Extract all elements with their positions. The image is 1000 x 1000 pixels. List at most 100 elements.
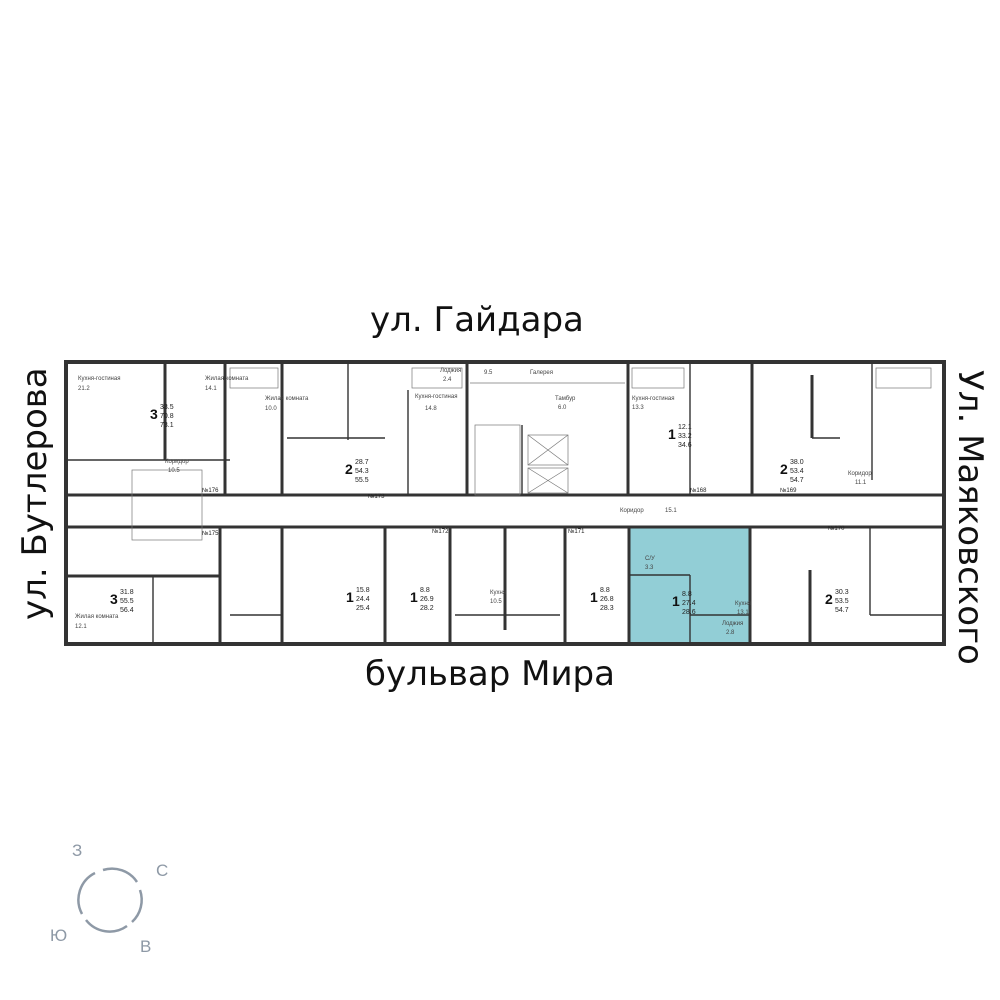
street-north-label: ул. Гайдара [370, 300, 584, 340]
svg-text:Жилая комната: Жилая комната [205, 376, 249, 382]
svg-text:28.6: 28.6 [682, 609, 696, 616]
apartment-label[interactable]: 3 31.8 55.5 56.4 [110, 589, 134, 614]
svg-text:10.5: 10.5 [168, 468, 180, 474]
apartment-label[interactable]: 2 28.7 54.3 55.5 [345, 459, 369, 484]
svg-text:26.8: 26.8 [600, 596, 614, 603]
compass-west: З [72, 841, 83, 860]
svg-text:14.1: 14.1 [205, 386, 217, 392]
apartment-label[interactable]: 2 30.3 53.5 54.7 [825, 589, 849, 614]
compass-north: С [156, 861, 169, 880]
svg-text:8.8: 8.8 [600, 587, 610, 594]
svg-text:38.0: 38.0 [790, 459, 804, 466]
apartment-label[interactable]: 1 12.1 33.2 34.6 [668, 424, 692, 449]
svg-text:С/У: С/У [645, 556, 655, 562]
svg-text:11.1: 11.1 [855, 480, 867, 486]
svg-text:54.7: 54.7 [835, 607, 849, 614]
svg-text:10.0: 10.0 [265, 406, 277, 412]
svg-text:Кухня-гостиная: Кухня-гостиная [415, 394, 457, 400]
svg-text:15.1: 15.1 [665, 508, 677, 514]
svg-text:Кухня: Кухня [490, 590, 506, 596]
room-labels: Кухня-гостиная 21.2 Жилая комната 14.1 Жил… [75, 368, 872, 636]
svg-text:№175: №175 [202, 530, 219, 537]
svg-text:1: 1 [668, 426, 676, 442]
svg-text:8.8: 8.8 [682, 591, 692, 598]
svg-text:Коридор: Коридор [165, 459, 189, 465]
svg-text:Кухня-гостиная: Кухня-гостиная [78, 376, 120, 382]
svg-text:Жилая комната: Жилая комната [265, 396, 309, 402]
svg-text:25.4: 25.4 [356, 605, 370, 612]
svg-text:Коридор: Коридор [848, 471, 872, 477]
compass-icon [77, 867, 143, 933]
svg-text:1: 1 [672, 593, 680, 609]
svg-text:73.1: 73.1 [160, 422, 174, 429]
svg-text:13.3: 13.3 [632, 405, 644, 411]
svg-text:54.3: 54.3 [355, 468, 369, 475]
svg-text:№171: №171 [568, 528, 585, 535]
svg-text:2.8: 2.8 [726, 630, 735, 636]
svg-text:№176: №176 [202, 487, 219, 494]
svg-text:30.3: 30.3 [835, 589, 849, 596]
svg-text:53.4: 53.4 [790, 468, 804, 475]
svg-text:3: 3 [150, 406, 158, 422]
svg-text:Галерея: Галерея [530, 370, 553, 376]
svg-text:9.5: 9.5 [484, 370, 493, 376]
svg-text:12.1: 12.1 [75, 624, 87, 630]
svg-text:Лоджия: Лоджия [440, 368, 461, 374]
svg-text:70.8: 70.8 [160, 413, 174, 420]
apartment-label[interactable]: 1 15.8 24.4 25.4 [346, 587, 370, 612]
street-south-label: бульвар Мира [365, 654, 615, 694]
svg-text:2: 2 [345, 461, 353, 477]
svg-text:54.7: 54.7 [790, 477, 804, 484]
svg-text:№172: №172 [432, 528, 449, 535]
svg-text:Кухня-гостиная: Кухня-гостиная [632, 396, 674, 402]
svg-text:8.8: 8.8 [420, 587, 430, 594]
apartment-label-selected[interactable]: 1 8.8 27.4 28.6 [672, 591, 696, 616]
svg-text:53.5: 53.5 [835, 598, 849, 605]
apartment-label[interactable]: 3 33.5 70.8 73.1 [150, 404, 174, 429]
svg-text:28.2: 28.2 [420, 605, 434, 612]
apartment-label[interactable]: 2 38.0 53.4 54.7 [780, 459, 804, 484]
svg-text:№170: №170 [828, 525, 845, 532]
svg-text:2.4: 2.4 [443, 377, 452, 383]
svg-text:31.8: 31.8 [120, 589, 134, 596]
svg-text:1: 1 [590, 589, 598, 605]
svg-text:6.0: 6.0 [558, 405, 567, 411]
svg-text:55.5: 55.5 [120, 598, 134, 605]
svg-text:33.2: 33.2 [678, 433, 692, 440]
svg-text:56.4: 56.4 [120, 607, 134, 614]
apartment-label[interactable]: 1 8.8 26.9 28.2 [410, 587, 434, 612]
building-outline [64, 360, 946, 646]
svg-text:21.2: 21.2 [78, 386, 90, 392]
svg-text:12.1: 12.1 [678, 424, 692, 431]
svg-text:28.7: 28.7 [355, 459, 369, 466]
svg-text:15.8: 15.8 [356, 587, 370, 594]
svg-text:33.5: 33.5 [160, 404, 174, 411]
svg-text:13.1: 13.1 [737, 610, 749, 616]
svg-text:27.4: 27.4 [682, 600, 696, 607]
svg-text:26.9: 26.9 [420, 596, 434, 603]
svg-text:24.4: 24.4 [356, 596, 370, 603]
compass-east: В [140, 937, 152, 956]
apartment-label[interactable]: 1 8.8 26.8 28.3 [590, 587, 614, 612]
svg-text:2: 2 [825, 591, 833, 607]
svg-text:№173: №173 [368, 493, 385, 500]
flat-numbers: №176 №175 №173 №172 №171 №169 №168 №170 [202, 487, 845, 537]
svg-text:№169: №169 [780, 487, 797, 494]
svg-text:Жилая комната: Жилая комната [75, 614, 119, 620]
svg-text:Кухня: Кухня [735, 601, 751, 607]
svg-text:10.5: 10.5 [490, 599, 502, 605]
south-partitions [66, 469, 944, 644]
svg-text:28.3: 28.3 [600, 605, 614, 612]
svg-text:Лоджия: Лоджия [722, 621, 743, 627]
svg-text:2: 2 [780, 461, 788, 477]
svg-text:14.8: 14.8 [425, 406, 437, 412]
svg-text:Тамбур: Тамбур [555, 396, 576, 402]
svg-text:Коридор: Коридор [620, 508, 644, 514]
svg-text:34.6: 34.6 [678, 442, 692, 449]
svg-text:55.5: 55.5 [355, 477, 369, 484]
svg-text:№168: №168 [690, 487, 707, 494]
svg-text:1: 1 [410, 589, 418, 605]
svg-text:3: 3 [110, 591, 118, 607]
svg-text:3.3: 3.3 [645, 565, 654, 571]
